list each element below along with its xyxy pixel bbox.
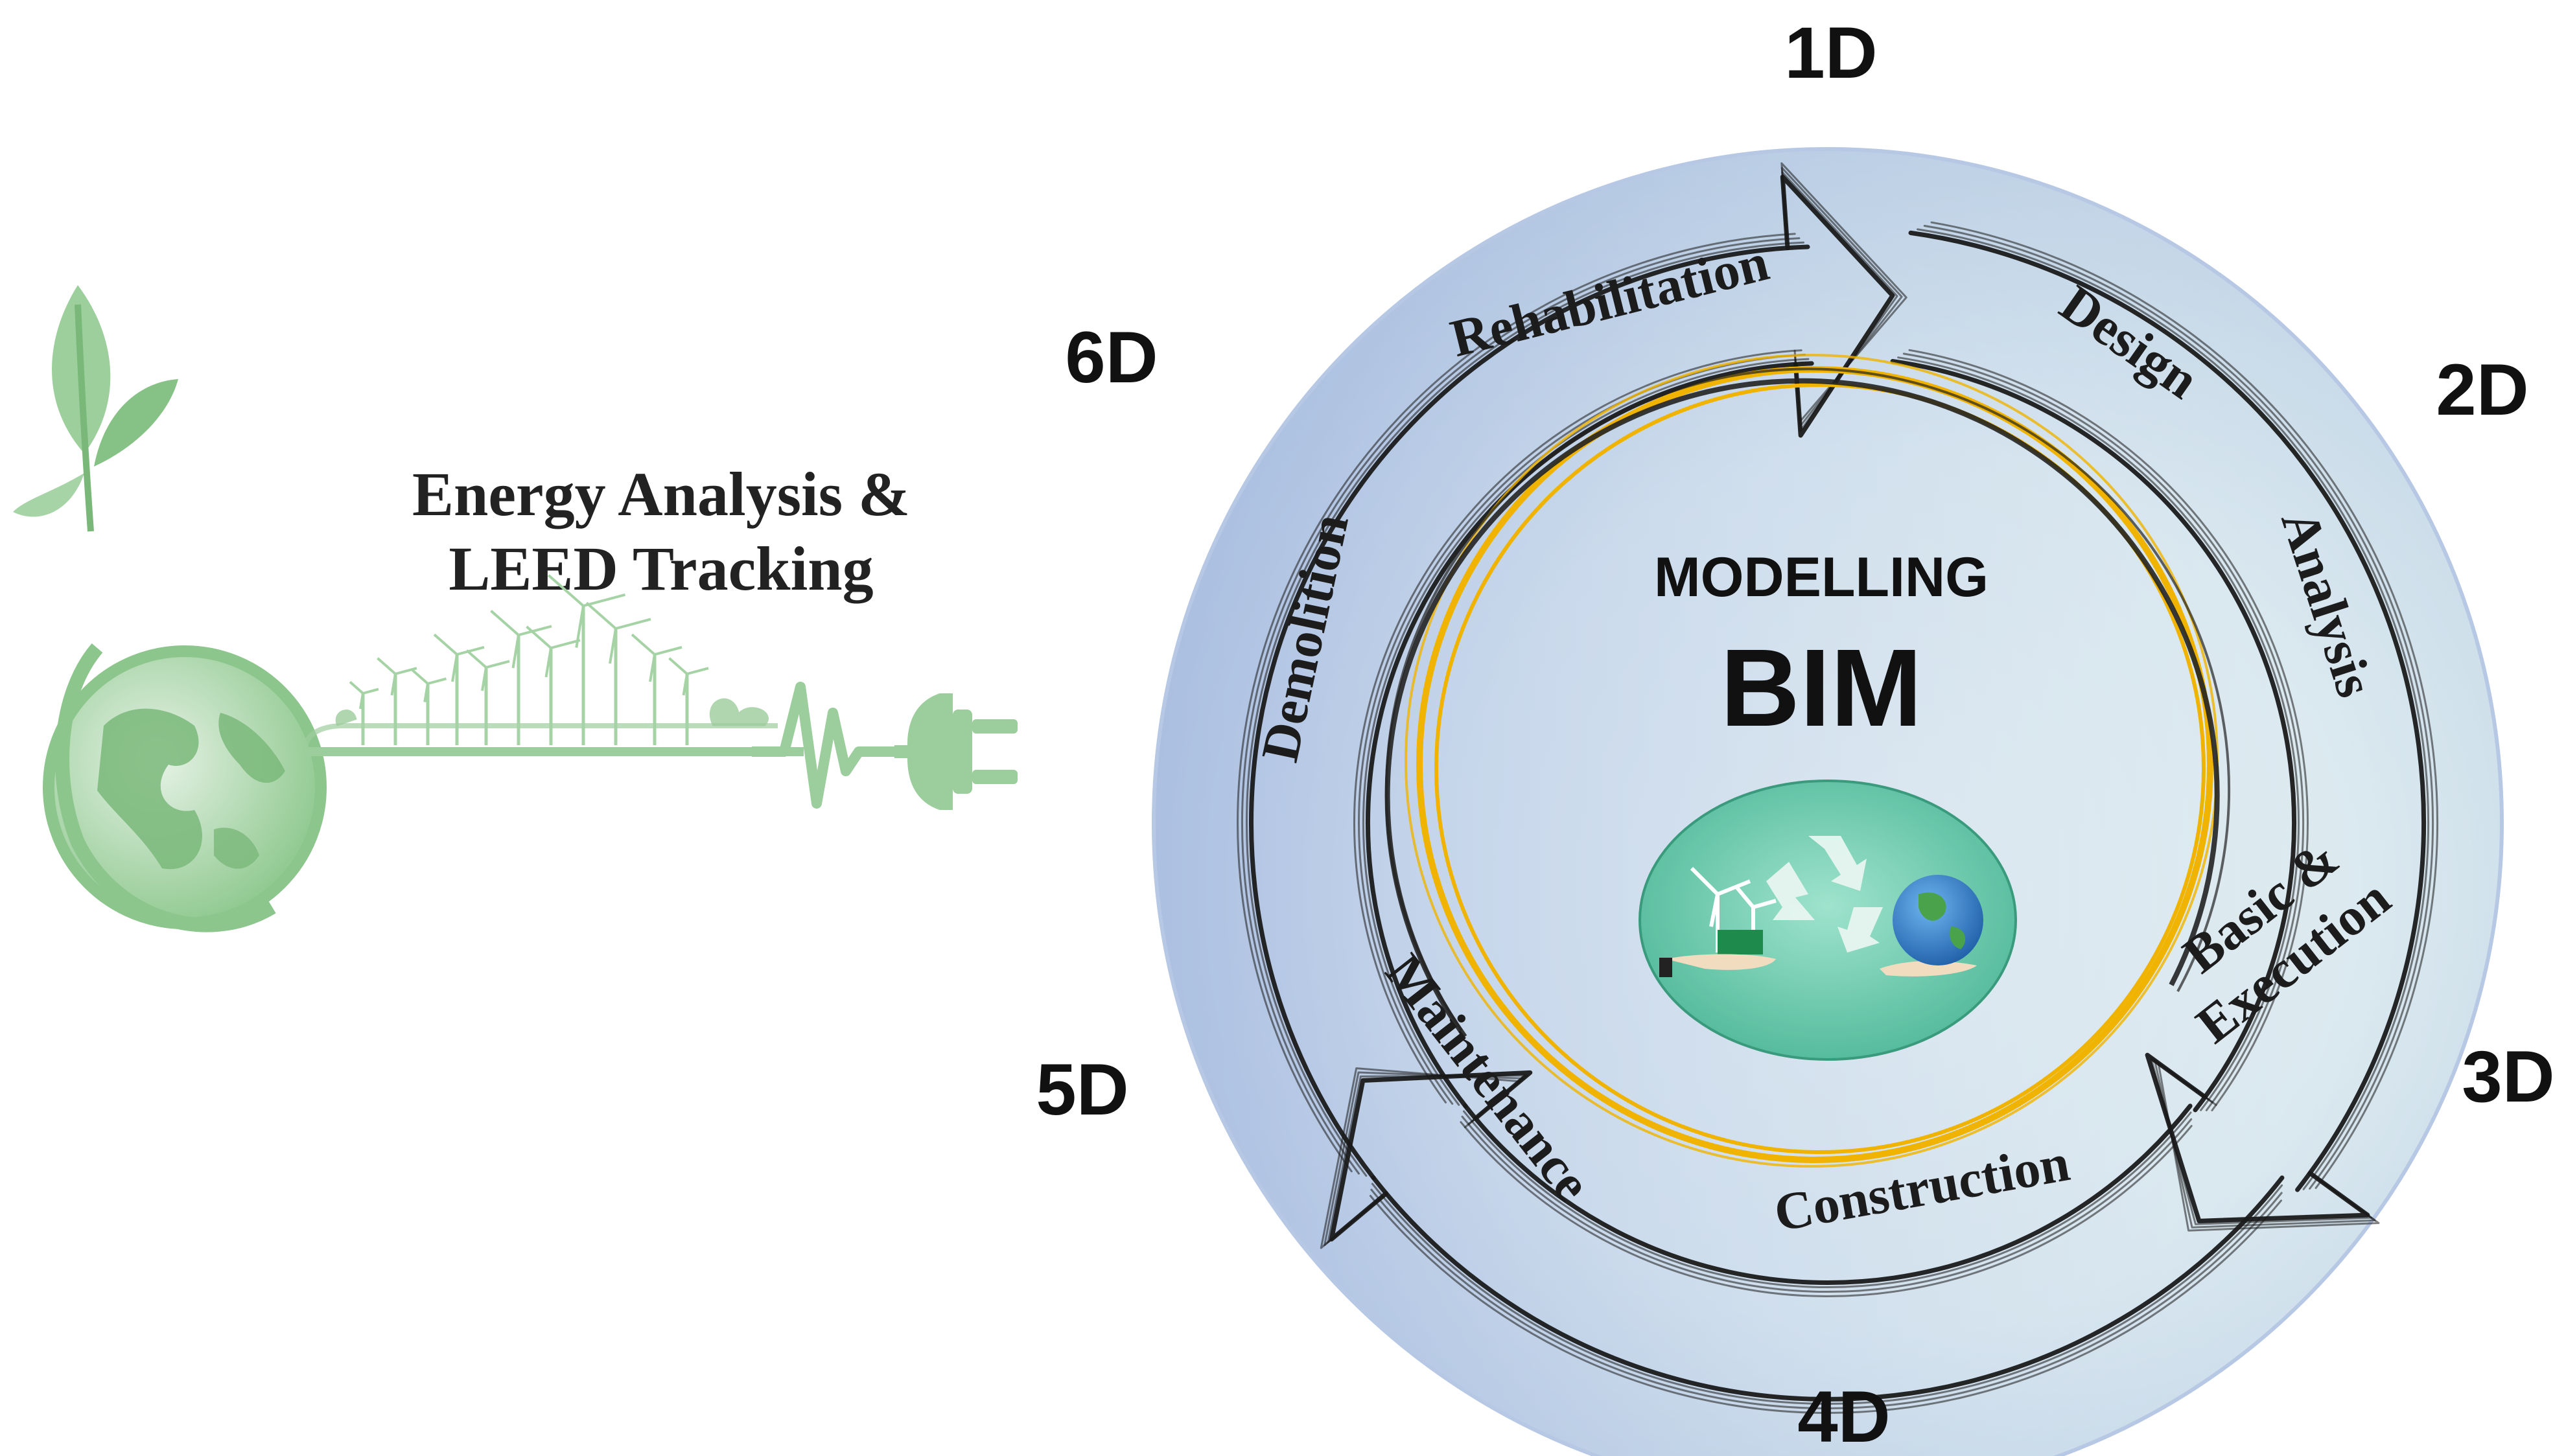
turbine	[490, 610, 552, 745]
arrow-stroke	[1461, 1115, 2193, 1293]
turbine	[349, 680, 379, 745]
arrow-stroke	[1249, 244, 1810, 1181]
turbine-row	[349, 574, 709, 745]
turbine	[547, 574, 626, 745]
arrow-stroke	[1923, 225, 2434, 1190]
arrow-stroke	[1237, 233, 1796, 1173]
arrow-head	[1320, 1067, 1521, 1249]
arrow-stroke	[1460, 1121, 2193, 1297]
globe-icon	[43, 643, 327, 932]
turbine	[411, 669, 447, 745]
arrow-head	[1780, 162, 1907, 423]
arrow-stroke	[1917, 228, 2430, 1190]
recycle-icon	[1766, 836, 1883, 953]
wind-turbine-icon	[302, 574, 804, 756]
center-label: MODELLING	[1654, 546, 1989, 608]
dimension-1d: 1D	[1784, 12, 1877, 93]
globe-icon	[1893, 875, 1983, 965]
arrow-stroke	[1371, 1175, 2285, 1402]
arrow-stroke	[1353, 349, 1802, 1104]
dimension-3d: 3D	[2462, 1036, 2554, 1117]
arrow-stroke	[1371, 1183, 2283, 1405]
sustainability-image	[1639, 780, 2017, 1061]
arrow-head	[2157, 1062, 2380, 1232]
bim-cycle: MODELLING BIM	[1036, 12, 2555, 1456]
turbine	[668, 657, 709, 745]
leaf-icon	[13, 285, 178, 532]
dimension-6d: 6D	[1065, 317, 1158, 398]
arrow-stroke	[1908, 230, 2427, 1192]
plug-icon	[894, 693, 1018, 810]
arrow-stroke	[1241, 237, 1801, 1175]
dimension-4d: 4D	[1797, 1376, 1890, 1456]
inner-arc	[1384, 378, 2220, 1039]
arrow-stroke	[1463, 1110, 2192, 1289]
arrow-stroke	[1246, 241, 1804, 1177]
panel-title-line2: LEED Tracking	[449, 534, 873, 603]
turbine	[433, 633, 485, 745]
turbine	[526, 625, 581, 745]
arrow-stroke	[1897, 356, 2300, 1111]
dimension-2d: 2D	[2436, 349, 2528, 430]
arrow-stroke	[1930, 221, 2439, 1189]
arrow-stroke	[1908, 349, 2309, 1112]
turbine	[631, 633, 682, 745]
arrow-stroke	[1463, 1104, 2193, 1285]
turbine	[465, 649, 510, 745]
energy-leed-panel: Energy Analysis & LEED Tracking	[13, 285, 1018, 932]
turbine	[377, 657, 417, 745]
arrow-stroke	[1902, 352, 2305, 1111]
arrow-stroke	[1369, 1195, 2282, 1414]
dimension-5d: 5D	[1036, 1049, 1128, 1130]
arrow-stroke	[1890, 359, 2296, 1113]
arrow-stroke	[1370, 1188, 2283, 1409]
turbine	[585, 601, 651, 745]
panel-title-line1: Energy Analysis &	[412, 459, 910, 529]
arrow-stroke	[1362, 358, 1810, 1106]
cycle-arrows	[1237, 162, 2439, 1414]
center-title: BIM	[1720, 627, 1922, 750]
hand-icon	[1666, 954, 1977, 976]
heartbeat-icon	[752, 682, 894, 809]
